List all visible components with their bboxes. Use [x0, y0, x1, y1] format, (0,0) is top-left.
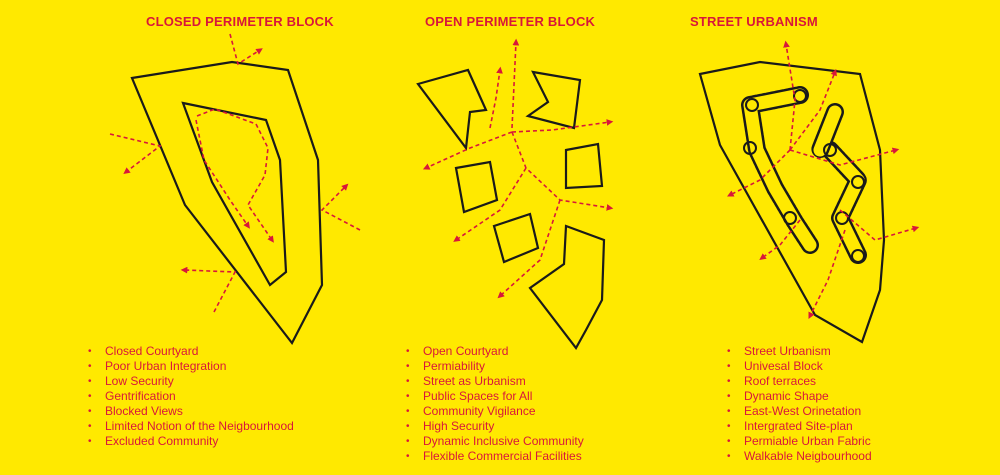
- closed-arrow-inner-down: [195, 119, 250, 229]
- closed-arrow-east: [320, 183, 361, 231]
- list-item: Excluded Community: [88, 434, 294, 449]
- list-item: Dynamic Inclusive Community: [406, 434, 584, 449]
- closed-block-movement-arrows: [109, 33, 361, 313]
- list-item: Open Courtyard: [406, 344, 584, 359]
- open-arrow-southwest: [453, 167, 527, 242]
- open-block-characteristics: Open Courtyard Permiability Street as Ur…: [406, 344, 584, 464]
- open-block-movement-arrows: [422, 38, 614, 299]
- open-arrow-west: [422, 131, 513, 170]
- list-item: Flexible Commercial Facilities: [406, 449, 584, 464]
- node-4: [823, 143, 837, 157]
- open-arrow-south: [497, 199, 561, 299]
- list-item: East-West Orinetation: [727, 404, 872, 419]
- closed-arrow-southwest: [180, 266, 237, 313]
- open-arrow-east: [511, 119, 614, 133]
- street-arrow-southeast: [839, 209, 920, 241]
- node-6: [783, 211, 797, 225]
- street-arrow-southwest: [759, 219, 801, 260]
- street-movement-arrows: [726, 40, 920, 320]
- list-item: Public Spaces for All: [406, 389, 584, 404]
- street-arrow-west: [726, 149, 791, 197]
- closed-arrow-top: [229, 33, 263, 66]
- closed-perimeter-block-title: CLOSED PERIMETER BLOCK: [146, 14, 334, 29]
- list-item: Dynamic Shape: [727, 389, 872, 404]
- street-arrow-south: [808, 229, 846, 320]
- list-item: Gentrification: [88, 389, 294, 404]
- street-arrow-northeast: [789, 68, 837, 151]
- open-arrow-northeast: [489, 66, 503, 129]
- list-item: Street Urbanism: [727, 344, 872, 359]
- node-1: [745, 98, 759, 112]
- node-8: [851, 249, 865, 263]
- open-building-north: [525, 70, 582, 130]
- list-item: Walkable Neigbourhood: [727, 449, 872, 464]
- open-building-east: [564, 142, 604, 190]
- open-block-buildings: [416, 68, 606, 350]
- street-urbanism-title: STREET URBANISM: [690, 14, 818, 29]
- closed-arrow-west: [109, 133, 162, 175]
- street-block-outline: [698, 60, 886, 344]
- open-block-diagram: [416, 38, 614, 350]
- list-item: High Security: [406, 419, 584, 434]
- list-item: Permiability: [406, 359, 584, 374]
- list-item: Blocked Views: [88, 404, 294, 419]
- list-item: Community Vigilance: [406, 404, 584, 419]
- node-3: [743, 141, 757, 155]
- list-item: Low Security: [88, 374, 294, 389]
- list-item: Poor Urban Integration: [88, 359, 294, 374]
- list-item: Roof terraces: [727, 374, 872, 389]
- closed-block-diagram: [109, 33, 361, 346]
- node-2: [793, 89, 807, 103]
- street-urbanism-characteristics: Street Urbanism Univesal Block Roof terr…: [727, 344, 872, 464]
- open-arrow-north: [511, 38, 520, 129]
- street-arrow-north: [783, 40, 796, 151]
- street-building-nodes: [743, 89, 865, 263]
- open-building-center: [492, 212, 540, 264]
- closed-block-courtyard-outline: [181, 101, 288, 287]
- street-urbanism-diagram: [698, 40, 920, 344]
- list-item: Univesal Block: [727, 359, 872, 374]
- closed-block-characteristics: Closed Courtyard Poor Urban Integration …: [88, 344, 294, 449]
- list-item: Limited Notion of the Neigbourhood: [88, 419, 294, 434]
- open-building-northwest: [416, 68, 488, 151]
- street-arrow-east: [789, 147, 900, 166]
- node-5: [851, 175, 865, 189]
- open-perimeter-block-title: OPEN PERIMETER BLOCK: [425, 14, 596, 29]
- open-building-southeast: [528, 224, 606, 350]
- list-item: Intergrated Site-plan: [727, 419, 872, 434]
- list-item: Permiable Urban Fabric: [727, 434, 872, 449]
- closed-block-outer-outline: [130, 60, 324, 346]
- list-item: Closed Courtyard: [88, 344, 294, 359]
- list-item: Street as Urbanism: [406, 374, 584, 389]
- open-building-west: [454, 160, 499, 214]
